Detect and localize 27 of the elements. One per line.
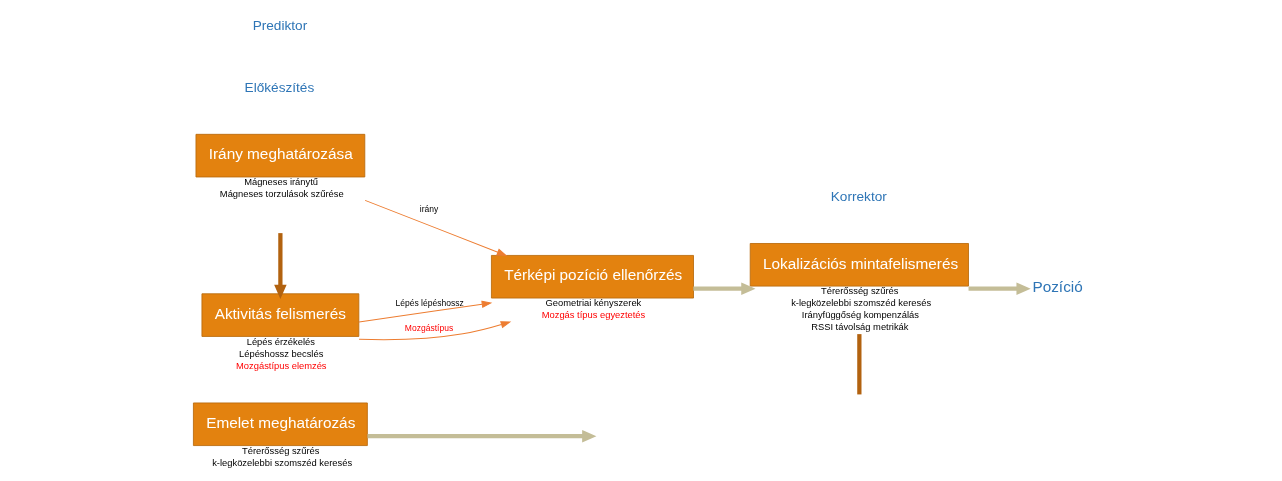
label: Előkészítés (244, 79, 314, 95)
node-label: Mozgás típus egyeztetés (541, 310, 645, 321)
arrow (358, 300, 492, 323)
arrow (364, 199, 507, 256)
node-text: Pozíció (1031, 278, 1083, 296)
label: Korrektor (830, 188, 887, 204)
edge-label: Lépés lépéshossz (395, 297, 464, 308)
node-label: Lépéshossz becslés (238, 348, 323, 359)
node-label: k-legközelebbi szomszéd keresés (211, 457, 352, 468)
node-label: Irányfüggőség kompenzálás (801, 310, 919, 321)
node-label: Mozgástípus elemzés (235, 360, 327, 371)
edge-label: Mozgástípus (404, 323, 453, 334)
node-label: Mágneses torzulások szűrése (219, 189, 344, 200)
edge-label: irány (419, 203, 438, 214)
node-label: Lépés érzékelés (246, 336, 315, 347)
node-label: k-legközelebbi szomszéd keresés (790, 298, 931, 309)
label: Prediktor (252, 18, 307, 34)
node-label: RSSI távolság metrikák (810, 322, 908, 333)
node-label: Geometriai kényszerek (545, 298, 641, 309)
node-label: Térerősség szűrés (241, 445, 320, 456)
node-label: Mágneses iránytű (243, 177, 318, 188)
arrow (968, 282, 1031, 295)
arrow (273, 233, 287, 300)
connector (856, 334, 861, 395)
arrow (692, 282, 755, 295)
arrow (358, 321, 511, 341)
node-label: Térerősség szűrés (820, 286, 899, 297)
